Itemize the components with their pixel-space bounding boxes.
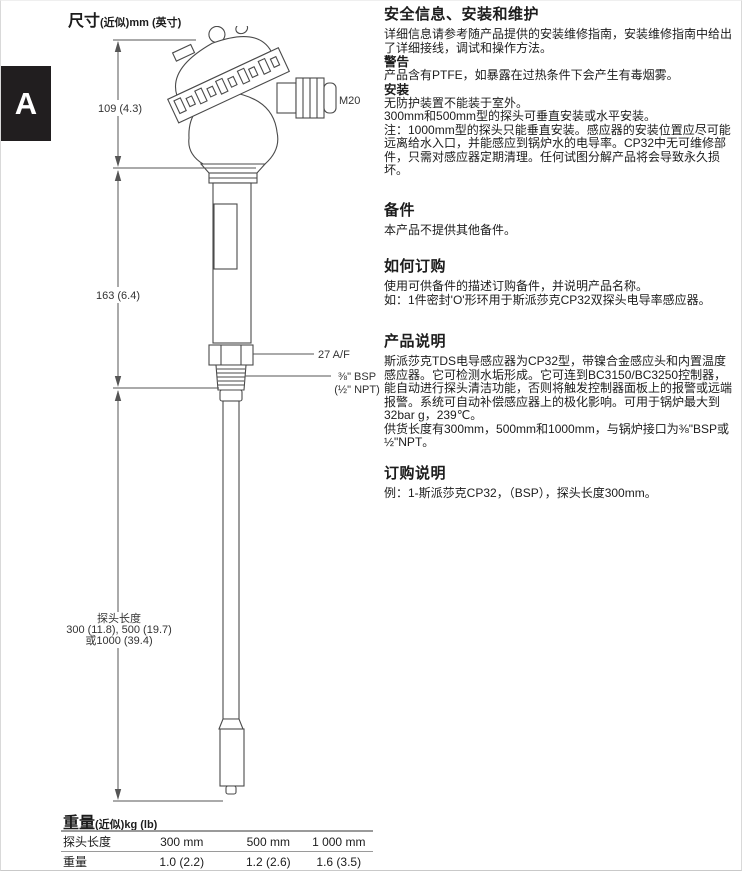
weight-table-cell: 重量 [63,855,88,869]
dimensions-title-text: 尺寸 [68,13,101,30]
weight-title: 重量(近似)kg (lb) [63,809,157,833]
how-to-order-text-1: 使用可供备件的描述订购备件，并说明产品名称。 [384,279,649,293]
dimensions-title: 尺寸(近似)mm (英寸) [68,7,181,31]
dim-163-label: 163 (6.4) [96,290,140,302]
gland-neck [276,82,297,114]
product-description-text-2: 供货长度有300mm，500mm和1000mm，与锅炉接口为⅜"BSP或½"NP… [384,421,729,449]
spares-text: 本产品不提供其他备件。 [384,222,517,237]
spares-heading: 备件 [384,201,416,219]
how-to-order-heading: 如何订购 [384,258,447,275]
section-product-description: 产品说明 斯派莎克TDS电导感应器为CP32型，带镍合金感应头和内置温度感应器。… [384,333,736,450]
product-description-heading: 产品说明 [384,333,447,350]
dim-109-label: 109 (4.3) [98,103,142,115]
bsp-label: ⅜" BSP [338,371,376,383]
probe-body [212,182,252,344]
probe-label-window [213,203,238,270]
install-text-2: 300mm和500mm型的探头可垂直安装或水平安装。 [384,109,657,123]
safety-intro: 详细信息请参考随产品提供的安装维修指南，安装维修指南中给出了详细接线，调试和操作… [384,27,733,55]
27af-label: 27 A/F [318,349,350,361]
safety-heading: 安全信息、安装和维护 [384,6,540,23]
weight-table-value-row: 重量 1.0 (2.2) 1.2 (2.6) 1.6 (3.5) [61,852,373,871]
text-column: 安全信息、安装和维护 详细信息请参考随产品提供的安装维修指南，安装维修指南中给出… [384,6,736,500]
probe-length-label-2: 300 (11.8), 500 (19.7) [66,624,172,636]
probe-technical-drawing: 109 (4.3) 163 (6.4) 探头长度 300 (11.8), 500… [59,26,380,802]
dimensions-title-note: (近似)mm (英寸) [100,17,182,29]
ordering-info-text: 例：1-斯派莎克CP32，（BSP），探头长度300mm。 [384,485,657,500]
probe-rod [222,400,240,720]
weight-table-cell: 1.2 (2.6) [245,854,291,869]
head-cap [167,26,291,124]
warning-text: 产品含有PTFE，如暴露在过热条件下会产生有毒烟雾。 [384,68,679,82]
weight-table-cell: 300 mm [160,834,204,849]
probe-tip [219,728,245,787]
weight-table-cell: 探头长度 [63,835,112,849]
product-description-text-1: 斯派莎克TDS电导感应器为CP32型，带镍合金感应头和内置温度感应器。它可检测水… [384,354,733,422]
dimension-arrows [114,41,122,800]
hex-nut [208,344,254,366]
install-heading: 安装 [384,82,410,97]
section-tab-label: A [14,85,38,121]
weight-table: 探头长度 300 mm 500 mm 1 000 mm 重量 1.0 (2.2)… [61,830,373,871]
npt-label: (½" NPT) [334,384,379,396]
section-spares: 备件 本产品不提供其他备件。 [384,202,736,238]
weight-table-cell: 1 000 mm [312,834,366,849]
weight-table-cell: 1.6 (3.5) [316,854,362,869]
section-ordering-info: 订购说明 例：1-斯派莎克CP32，（BSP），探头长度300mm。 [384,465,736,501]
install-text-3: 注：1000mm型的探头只能垂直安装。感应器的安装位置应尽可能远离给水入口，并能… [384,122,731,177]
probe-length-label-3: 或1000 (39.4) [85,634,152,647]
ordering-info-heading: 订购说明 [384,464,447,482]
probe-illustration [167,26,337,795]
m20-label: M20 [339,95,360,107]
weight-table-header-row: 探头长度 300 mm 500 mm 1 000 mm [61,831,373,852]
weight-title-note: (近似)kg (lb) [95,819,158,831]
warning-heading: 警告 [384,55,410,69]
weight-title-text: 重量 [63,815,96,832]
how-to-order-text-2: 如：1件密封'O'形环用于斯派莎克CP32双探头电导率感应器。 [384,292,711,307]
gland-cap [323,82,337,114]
weight-table-cell: 1.0 (2.2) [159,854,205,869]
probe-length-label-1: 探头长度 [97,611,141,625]
section-how-to-order: 如何订购 使用可供备件的描述订购备件，并说明产品名称。 如：1件密封'O'形环用… [384,258,736,307]
install-text-1: 无防护装置不能装于室外。 [384,95,529,110]
section-tab-a: A [1,66,51,141]
section-safety: 安全信息、安装和维护 详细信息请参考随产品提供的安装维修指南，安装维修指南中给出… [384,6,736,178]
weight-table-cell: 500 mm [246,834,290,849]
